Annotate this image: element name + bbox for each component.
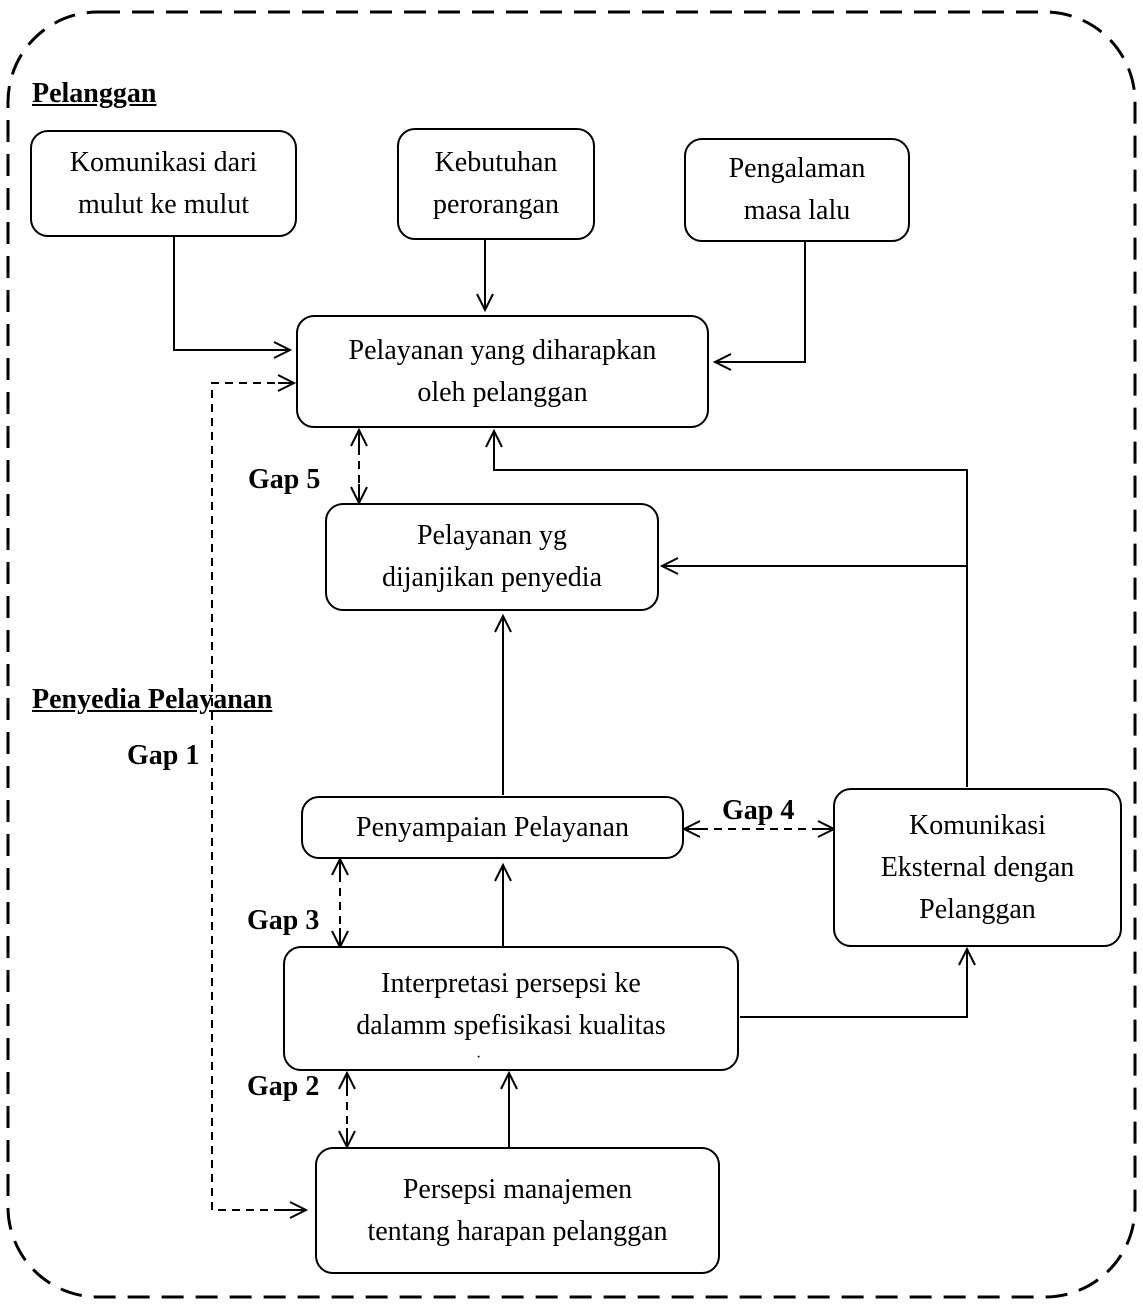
box-specification: Interpretasi persepsi ke dalamm spefisik…: [283, 946, 739, 1071]
box-management-perception: Persepsi manajemen tentang harapan pelan…: [315, 1147, 720, 1274]
gap1-label: Gap 1: [127, 740, 200, 771]
gap1-connector: [211, 382, 296, 1211]
section-provider: Penyedia Pelayanan: [32, 684, 273, 715]
gap4-label: Gap 4: [722, 795, 795, 826]
gap5-label: Gap 5: [248, 464, 321, 495]
arrow-experience-to-expected: [715, 242, 806, 362]
box-past-experience: Pengalaman masa lalu: [684, 138, 910, 242]
box-personal-needs: Kebutuhan perorangan: [397, 128, 595, 240]
gap3-label: Gap 3: [247, 905, 320, 936]
arrow-spec-to-external: [740, 949, 967, 1018]
arrow-external-to-expected: [494, 431, 968, 787]
box-perceived-service: Pelayanan yg dijanjikan penyedia: [325, 503, 659, 611]
section-customer: Pelanggan: [32, 78, 157, 109]
box-expected-service: Pelayanan yang diharapkan oleh pelanggan: [296, 315, 709, 428]
arrow-word-of-mouth-to-expected: [173, 237, 290, 350]
gap2-label: Gap 2: [247, 1071, 320, 1102]
box-external-communication: Komunikasi Eksternal dengan Pelanggan: [833, 788, 1122, 947]
outer-frame: [6, 10, 1137, 1299]
box-word-of-mouth: Komunikasi dari mulut ke mulut: [30, 130, 297, 237]
stray-mark: ·: [476, 1049, 482, 1066]
box-service-delivery: Penyampaian Pelayanan: [301, 796, 684, 859]
